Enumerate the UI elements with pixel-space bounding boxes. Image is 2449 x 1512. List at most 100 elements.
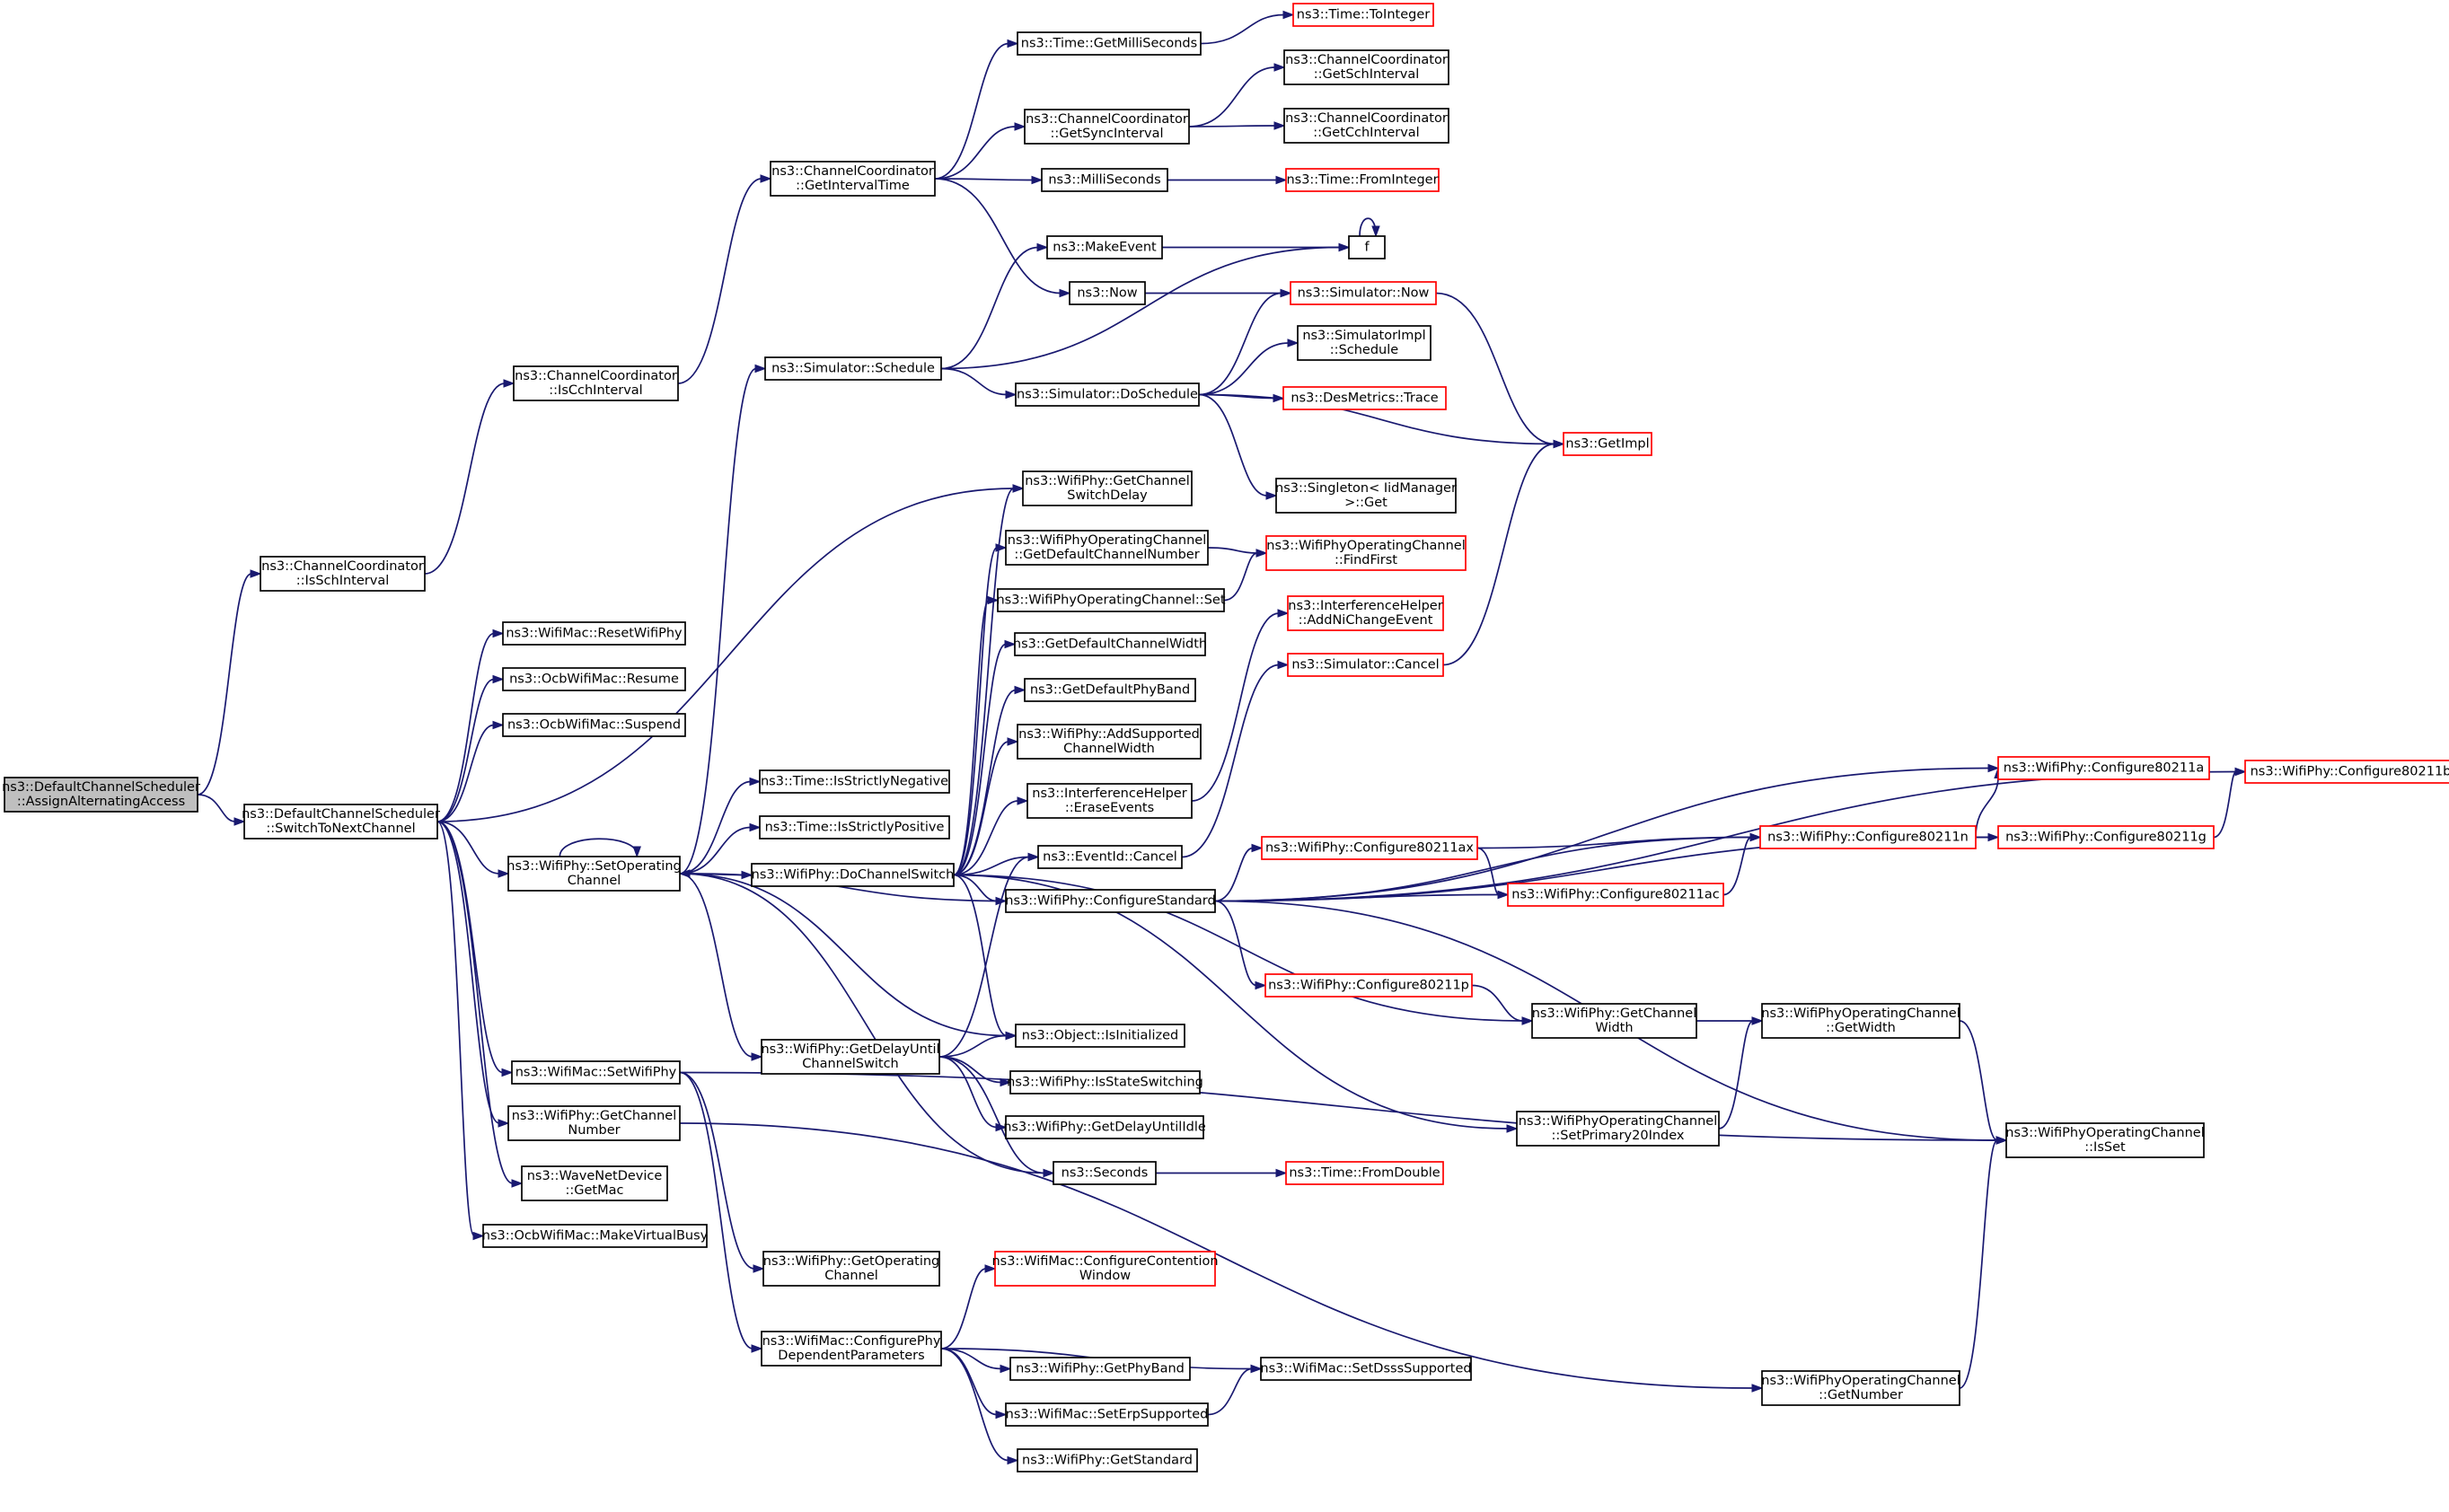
node-box (1069, 281, 1146, 305)
edge-line (679, 873, 1008, 1037)
node-makeevent[interactable]: ns3::MakeEvent (1046, 235, 1163, 259)
node-c11b[interactable]: ns3::WifiPhy::Configure80211b (2244, 760, 2449, 784)
node-label: ns3::InterferenceHelper (1288, 599, 1442, 613)
node-doschedule[interactable]: ns3::Simulator::DoSchedule (1015, 382, 1200, 407)
node-erase[interactable]: ns3::InterferenceHelper::EraseEvents (1026, 783, 1193, 819)
node-defband[interactable]: ns3::GetDefaultPhyBand (1024, 678, 1196, 702)
node-setp20[interactable]: ns3::WifiPhyOperatingChannel::SetPrimary… (1516, 1111, 1720, 1147)
node-label: Channel (568, 874, 621, 888)
node-c11p[interactable]: ns3::WifiPhy::Configure80211p (1264, 973, 1473, 998)
node-opset[interactable]: ns3::WifiPhyOperatingChannel::Set (996, 588, 1226, 612)
edge-getsync-getcch (1188, 121, 1286, 130)
edge-evcancel-simcancel (1181, 660, 1290, 858)
node-box (1761, 1370, 1960, 1406)
node-virtualbusy[interactable]: ns3::OcbWifiMac::MakeVirtualBusy (482, 1224, 709, 1248)
node-switchnext[interactable]: ns3::DefaultChannelScheduler::SwitchToNe… (242, 804, 440, 840)
node-ms[interactable]: ns3::MilliSeconds (1041, 168, 1168, 192)
edge-line (940, 1268, 987, 1349)
node-simcancel[interactable]: ns3::Simulator::Cancel (1287, 653, 1444, 677)
node-now[interactable]: ns3::Now (1069, 281, 1146, 305)
node-label: ns3::WifiPhy::Configure80211a (2004, 761, 2204, 776)
node-phydep[interactable]: ns3::WifiMac::ConfigurePhyDependentParam… (761, 1331, 942, 1367)
node-label: ns3::SimulatorImpl (1302, 329, 1425, 343)
edge-setop-isneg (679, 777, 762, 875)
node-getmac[interactable]: ns3::WaveNetDevice::GetMac (521, 1165, 668, 1201)
edge-line (953, 874, 998, 902)
node-getcch[interactable]: ns3::ChannelCoordinator::GetCchInterval (1283, 108, 1449, 144)
arrow-head (1012, 484, 1025, 493)
edge-line (940, 1348, 998, 1416)
node-doswitch[interactable]: ns3::WifiPhy::DoChannelSwitch (751, 863, 955, 887)
node-isswitching[interactable]: ns3::WifiPhy::IsStateSwitching (1007, 1070, 1203, 1094)
node-opwidth[interactable]: ns3::WifiPhyOperatingChannel::GetWidth (1761, 1003, 1960, 1039)
node-label: ns3::GetDefaultChannelWidth (1013, 637, 1207, 652)
edge-line (1207, 1367, 1253, 1416)
edge-line (679, 780, 752, 875)
node-evcancel[interactable]: ns3::EventId::Cancel (1037, 845, 1183, 869)
node-dsss[interactable]: ns3::WifiMac::SetDsssSupported (1260, 1357, 1472, 1381)
node-f[interactable]: f (1348, 235, 1386, 259)
edge-root-switchnext (197, 794, 246, 826)
node-label: ns3::WifiMac::ConfigurePhy (762, 1334, 941, 1349)
node-getstd[interactable]: ns3::WifiPhy::GetStandard (1017, 1448, 1198, 1472)
node-implschedule[interactable]: ns3::SimulatorImpl::Schedule (1297, 325, 1432, 361)
node-c11a[interactable]: ns3::WifiPhy::Configure80211a (1997, 756, 2210, 780)
node-box (751, 863, 955, 887)
node-delayidle[interactable]: ns3::WifiPhy::GetDelayUntilIdle (1003, 1115, 1206, 1139)
node-seconds[interactable]: ns3::Seconds (1053, 1161, 1157, 1185)
node-isset[interactable]: ns3::WifiPhyOperatingChannel::IsSet (2005, 1122, 2205, 1158)
node-c11ax[interactable]: ns3::WifiPhy::Configure80211ax (1261, 836, 1478, 860)
node-isneg[interactable]: ns3::Time::IsStrictlyNegative (759, 769, 950, 794)
edge-line (1442, 443, 1555, 666)
node-simnow[interactable]: ns3::Simulator::Now (1290, 281, 1437, 305)
node-iscch[interactable]: ns3::ChannelCoordinator::IsCchInterval (513, 365, 679, 401)
node-getinterval[interactable]: ns3::ChannelCoordinator::GetIntervalTime (770, 161, 936, 197)
node-schedule[interactable]: ns3::Simulator::Schedule (764, 356, 942, 381)
node-ispos[interactable]: ns3::Time::IsStrictlyPositive (759, 815, 950, 840)
node-getband[interactable]: ns3::WifiPhy::GetPhyBand (1009, 1357, 1191, 1381)
node-isinit[interactable]: ns3::Object::IsInitialized (1015, 1024, 1185, 1048)
edge-schedule-doschedule (940, 367, 1017, 400)
node-getnumber[interactable]: ns3::WifiPhyOperatingChannel::GetNumber (1761, 1370, 1960, 1406)
node-root[interactable]: ns3::DefaultChannelScheduler::AssignAlte… (2, 777, 200, 813)
node-box (507, 856, 681, 892)
node-getsync[interactable]: ns3::ChannelCoordinator::GetSyncInterval (1024, 109, 1190, 145)
node-findfirst[interactable]: ns3::WifiPhyOperatingChannel::FindFirst (1265, 535, 1467, 571)
node-label: ns3::WifiMac::ResetWifiPhy (506, 627, 683, 641)
node-getsch[interactable]: ns3::ChannelCoordinator::GetSchInterval (1283, 49, 1449, 85)
node-resume[interactable]: ns3::OcbWifiMac::Resume (502, 667, 686, 691)
node-box (2244, 760, 2449, 784)
arrow-head (1005, 390, 1017, 400)
node-c11n[interactable]: ns3::WifiPhy::Configure80211n (1759, 825, 1977, 849)
node-suspend[interactable]: ns3::OcbWifiMac::Suspend (502, 713, 686, 737)
node-setwifiphy[interactable]: ns3::WifiMac::SetWifiPhy (511, 1060, 681, 1085)
node-defwidth[interactable]: ns3::GetDefaultChannelWidth (1013, 632, 1207, 656)
arrow-head (1017, 796, 1029, 805)
node-tointeger[interactable]: ns3::Time::ToInteger (1292, 3, 1434, 27)
node-singleton[interactable]: ns3::Singleton< IidManager >::Get (1275, 478, 1457, 514)
node-fromdouble[interactable]: ns3::Time::FromDouble (1285, 1161, 1444, 1185)
edge-line (1435, 292, 1555, 445)
node-trace[interactable]: ns3::DesMetrics::Trace (1282, 386, 1447, 410)
node-issch[interactable]: ns3::ChannelCoordinator::IsSchInterval (260, 556, 426, 592)
node-erp[interactable]: ns3::WifiMac::SetErpSupported (1005, 1402, 1209, 1427)
node-getdefchnum[interactable]: ns3::WifiPhyOperatingChannel::GetDefault… (1005, 530, 1209, 566)
node-frominteger[interactable]: ns3::Time::FromInteger (1285, 168, 1440, 192)
node-getms[interactable]: ns3::Time::GetMilliSeconds (1017, 31, 1202, 56)
node-addni[interactable]: ns3::InterferenceHelper::AddNiChangeEven… (1287, 595, 1444, 631)
arrow-head (1273, 121, 1286, 130)
node-c11ac[interactable]: ns3::WifiPhy::Configure80211ac (1507, 883, 1724, 907)
node-c11g[interactable]: ns3::WifiPhy::Configure80211g (1997, 825, 2215, 849)
node-configstd[interactable]: ns3::WifiPhy::ConfigureStandard (1005, 889, 1216, 913)
node-getimpl[interactable]: ns3::GetImpl (1563, 432, 1652, 456)
edge-configstd-c11ax (1214, 843, 1264, 902)
node-resetphy[interactable]: ns3::WifiMac::ResetWifiPhy (502, 621, 686, 646)
